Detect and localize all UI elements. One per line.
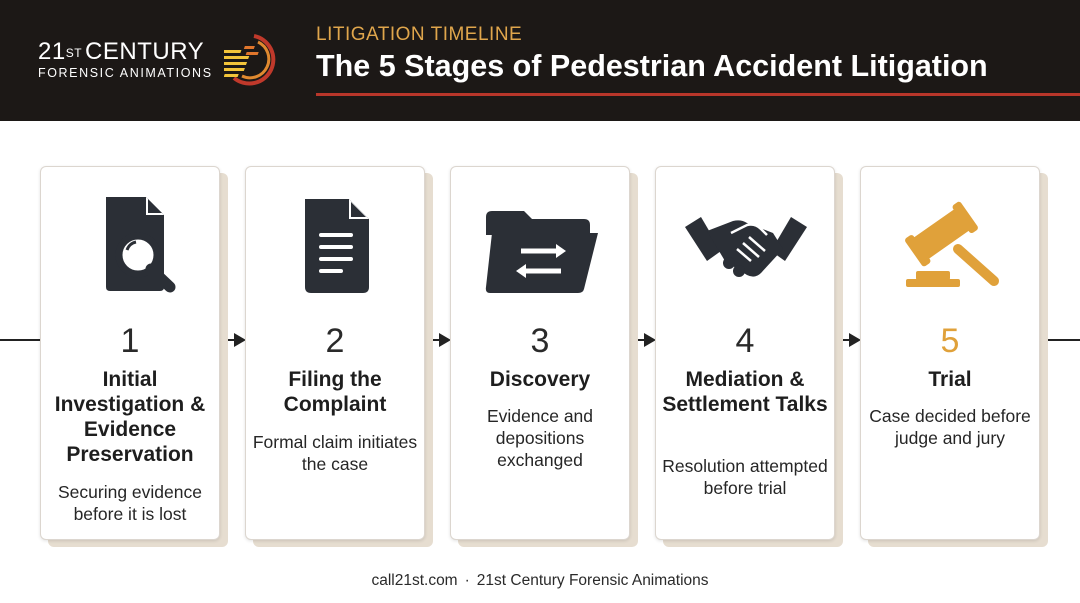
stage-number: 3 [530,322,550,360]
stage-title: Mediation & Settlement Talks [662,368,828,416]
stage-title: Initial Investigation & Evidence Preserv… [54,368,206,466]
document-magnifier-icon [106,197,176,293]
page-title: The 5 Stages of Pedestrian Accident Liti… [316,49,988,83]
brand-word: CENTURY [85,38,205,65]
footer-company: 21st Century Forensic Animations [476,572,709,589]
timeline-line-start [0,339,40,341]
brand-number: 21 [38,38,66,65]
stage-title: Trial [928,368,972,391]
stage-number: 1 [120,322,140,360]
stage-number: 4 [735,322,755,360]
stage-description: Evidence and depositions exchanged [486,406,594,470]
brand-ordinal: ST [65,46,83,60]
stage-number: 2 [325,322,345,360]
stage-description: Resolution attempted before trial [662,456,828,498]
document-icon [305,199,369,293]
stage-description: Case decided before judge and jury [869,406,1031,448]
folder-exchange-icon [485,211,598,293]
footer-separator: · [464,572,470,589]
stage-card-3: 3 Discovery Evidence and depositions exc… [450,166,630,540]
gavel-icon [905,201,999,287]
stage-title: Filing the Complaint [283,368,387,416]
timeline-line-end [1040,339,1080,341]
stage-number: 5 [940,322,960,360]
stage-description: Securing evidence before it is lost [58,482,202,524]
stage-description: Formal claim initiates the case [252,432,418,474]
footer-website-link[interactable]: call21st.com [371,572,458,589]
stage-card-5: 5 Trial Case decided before judge and ju… [860,166,1040,540]
title-underline [316,93,1080,96]
stage-card-1: 1 Initial Investigation & Evidence Prese… [40,166,220,540]
handshake-icon [685,217,807,277]
stage-card-4: 4 Mediation & Settlement Talks Resolutio… [655,166,835,540]
footer: call21st.com · 21st Century Forensic Anima… [0,572,1080,590]
stage-title: Discovery [489,368,591,391]
speed-lines-logo-icon [224,34,276,86]
stage-card-2: 2 Filing the Complaint Formal claim init… [245,166,425,540]
section-kicker: LITIGATION TIMELINE [316,24,523,45]
brand-subtitle: FORENSIC ANIMATIONS [38,66,213,80]
